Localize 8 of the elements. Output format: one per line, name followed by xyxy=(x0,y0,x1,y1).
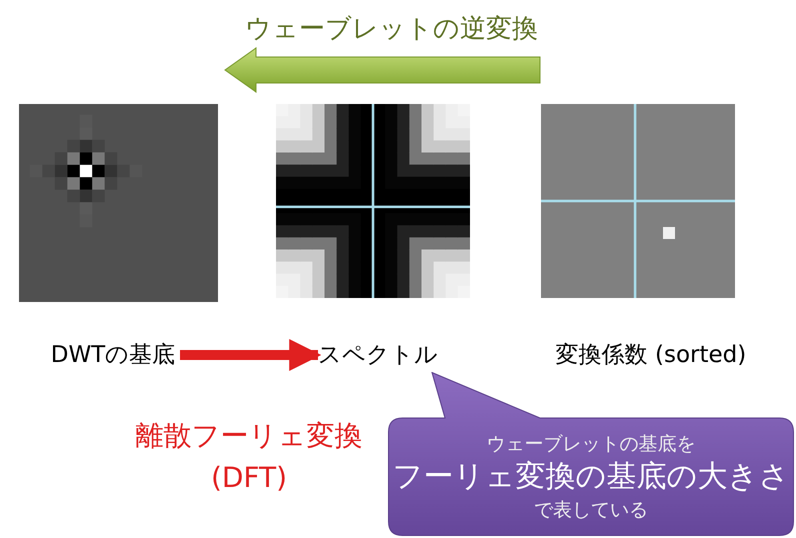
caption-text: スペクトル xyxy=(318,340,436,370)
arrow-label: ウェーブレットの逆変換 xyxy=(245,13,535,46)
caption-text: 変換係数 (sorted) xyxy=(528,340,774,370)
bubble-text: フーリェ変換の基底の大きさ xyxy=(392,458,790,496)
bubble-text: ウェーブレットの基底を xyxy=(486,432,696,457)
caption-text: DWTの基底 xyxy=(46,340,180,370)
bubble-text: で表している xyxy=(534,498,648,523)
edge-label: 離散フーリェ変換 (DFT) xyxy=(134,418,364,496)
